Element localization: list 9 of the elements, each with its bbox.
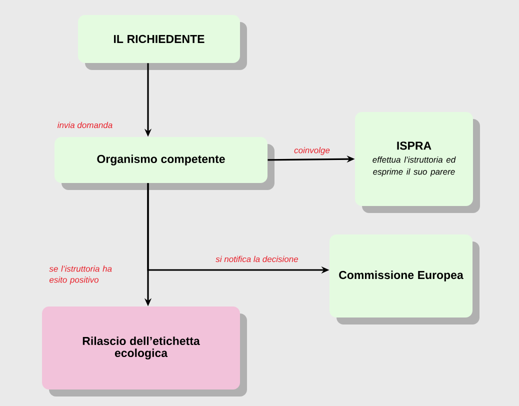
process-box: Organismo competente — [54, 137, 274, 190]
edge-label: se l’istruttoria ha esito positivo — [49, 266, 112, 284]
process-box: IL RICHIEDENTE — [78, 15, 247, 70]
edge-label: coinvolge — [294, 147, 330, 155]
process-box: ISPRA effettua l’istruttoria ed esprime il suo parere — [355, 112, 480, 213]
process-box: Commissione Europea — [330, 234, 480, 324]
process-box: Rilascio dell’etichetta ecologica — [42, 306, 247, 396]
edge-label: si notifica la decisione — [216, 256, 298, 262]
edge-label: invia domanda — [58, 122, 112, 128]
